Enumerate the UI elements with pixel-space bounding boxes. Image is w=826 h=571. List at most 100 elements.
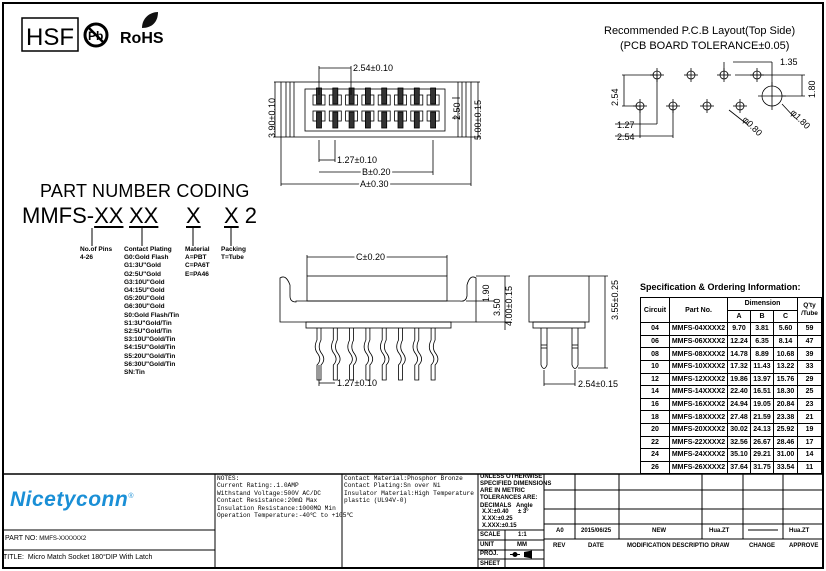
cell-dim-a: 27.48 bbox=[727, 410, 751, 424]
angle-label: Angle bbox=[516, 503, 533, 509]
solder-pin bbox=[396, 328, 406, 381]
cell-dim-b: 26.67 bbox=[750, 435, 774, 450]
company-logo: Nicetyconn® bbox=[10, 488, 134, 512]
angle-value: ± 3° bbox=[518, 509, 529, 515]
decimal-tolerance: X.X:±0.40 bbox=[482, 509, 509, 515]
material-line: Contact Material:Phosphor Bronze bbox=[344, 475, 463, 482]
legend-plating-label: Contact Plating bbox=[124, 246, 172, 253]
pcb-layout bbox=[615, 61, 805, 138]
cell-circuit: 18 bbox=[640, 410, 670, 424]
code-seg-material: X bbox=[186, 203, 201, 228]
solder-pin bbox=[331, 328, 341, 381]
draw-value: Hua.ZT bbox=[709, 528, 730, 534]
pcb-hole-small: φ0.80 bbox=[741, 114, 765, 138]
cell-dim-c: 10.68 bbox=[773, 347, 798, 361]
projection-symbol-icon bbox=[510, 550, 532, 559]
cell-qty: 14 bbox=[797, 448, 822, 462]
legend-material-line: C=PA6T bbox=[185, 262, 210, 270]
dim-width: 5.00±0.15 bbox=[473, 100, 483, 140]
note-line: Insulation Resistance:1000MΩ Min bbox=[217, 504, 336, 512]
decimals-label: DECIMALS bbox=[480, 503, 512, 509]
cell-dim-a: 24.94 bbox=[727, 397, 751, 412]
note-line: Withstand Voltage:500V AC/DC bbox=[217, 489, 321, 497]
contact-pin bbox=[377, 87, 391, 106]
cell-dim-b: 24.13 bbox=[750, 422, 774, 437]
legend-packing-line: T=Tube bbox=[221, 254, 244, 262]
cell-qty: 11 bbox=[797, 460, 822, 475]
material-line: Insulator Material:High Temperature bbox=[344, 489, 474, 497]
contact-pin bbox=[345, 110, 359, 129]
cell-circuit: 10 bbox=[640, 359, 670, 374]
legend-pins-label: No.of Pins bbox=[80, 246, 113, 253]
rev-value: A0 bbox=[556, 528, 564, 534]
dim-side-offset: 1.27±0.10 bbox=[337, 378, 377, 388]
spec-table: Circuit Part No. Dimension Q'ty /Tube A … bbox=[640, 296, 822, 475]
legend-packing-label: Packing bbox=[221, 246, 246, 253]
code-seg-plating: XX bbox=[129, 203, 159, 228]
cell-dim-c: 20.84 bbox=[773, 397, 798, 412]
contact-pin bbox=[328, 87, 342, 106]
legend-plating-line: S4:15U"Gold/Tin bbox=[124, 344, 176, 352]
cell-part-no: MMFS-26XXXX2 bbox=[669, 460, 728, 475]
title-label: TITLE: bbox=[3, 554, 25, 561]
cell-part-no: MMFS-22XXXX2 bbox=[669, 435, 728, 450]
contact-pin bbox=[345, 87, 359, 106]
rev-header: REV bbox=[553, 543, 566, 549]
cell-dim-c: 18.30 bbox=[773, 385, 798, 399]
contact-pin bbox=[377, 110, 391, 129]
dim-1-90: 1.90 bbox=[481, 284, 491, 302]
contact-pin bbox=[312, 110, 326, 129]
th-circuit: Circuit bbox=[640, 296, 670, 324]
th-b: B bbox=[750, 309, 774, 324]
contact-pin bbox=[394, 110, 407, 129]
pb-free-icon: Pb bbox=[83, 22, 109, 48]
pcb-hole bbox=[750, 68, 764, 82]
pcb-dim-2-54: 2.54 bbox=[617, 132, 635, 142]
code-suffix: 2 bbox=[238, 203, 258, 228]
pcb-hole bbox=[684, 68, 698, 82]
dim-end-height: 3.55±0.25 bbox=[610, 280, 620, 320]
cell-qty: 23 bbox=[797, 397, 822, 412]
legend-plating-line: S0:Gold Flash/Tin bbox=[124, 311, 180, 319]
cell-circuit: 04 bbox=[640, 322, 670, 336]
dim-pitch: 2.54±0.10 bbox=[353, 63, 393, 73]
dim-offset: 1.27±0.10 bbox=[337, 155, 377, 165]
title-value: Micro Match Socket 180°DIP With Latch bbox=[27, 554, 153, 561]
cell-circuit: 06 bbox=[640, 334, 670, 349]
title-block-grid bbox=[3, 473, 823, 568]
cell-dim-b: 13.97 bbox=[750, 372, 774, 387]
cell-dim-a: 17.32 bbox=[727, 359, 751, 374]
code-prefix: MMFS-XX bbox=[22, 203, 123, 229]
note-line: Contact Resistance:20mΩ Max bbox=[217, 497, 318, 505]
pcb-dim-1-80: 1.80 bbox=[807, 80, 817, 98]
tolerance-line: SPECIFIED DIMENSIONS bbox=[480, 481, 552, 487]
unit-value: MM bbox=[517, 542, 527, 548]
legend-plating-line: G1:3U"Gold bbox=[124, 262, 162, 270]
cell-dim-c: 8.14 bbox=[773, 334, 798, 349]
cell-qty: 59 bbox=[797, 322, 822, 336]
cell-part-no: MMFS-24XXXX2 bbox=[669, 448, 728, 462]
legend-plating-line: S3:10U"Gold/Tin bbox=[124, 336, 176, 344]
note-line: Current Rating:.1.0AMP bbox=[217, 482, 299, 490]
contact-pin bbox=[361, 110, 375, 129]
approve-value: Hua.ZT bbox=[789, 528, 810, 534]
cell-dim-b: 31.75 bbox=[750, 460, 774, 475]
dim-end-pitch: 2.54±0.15 bbox=[578, 379, 618, 389]
dim-c: C±0.20 bbox=[356, 252, 385, 262]
pcb-title: Recommended P.C.B Layout(Top Side) bbox=[604, 25, 795, 37]
th-a: A bbox=[727, 309, 751, 324]
scale-label: SCALE bbox=[480, 532, 501, 538]
code-seg-pins: XX bbox=[94, 203, 124, 228]
solder-pin bbox=[412, 328, 422, 381]
solder-pin bbox=[380, 328, 390, 381]
legend-plating-line: G6:30U"Gold bbox=[124, 303, 165, 311]
legend-pins-line: 4-26 bbox=[80, 254, 94, 262]
cell-qty: 25 bbox=[797, 385, 822, 399]
